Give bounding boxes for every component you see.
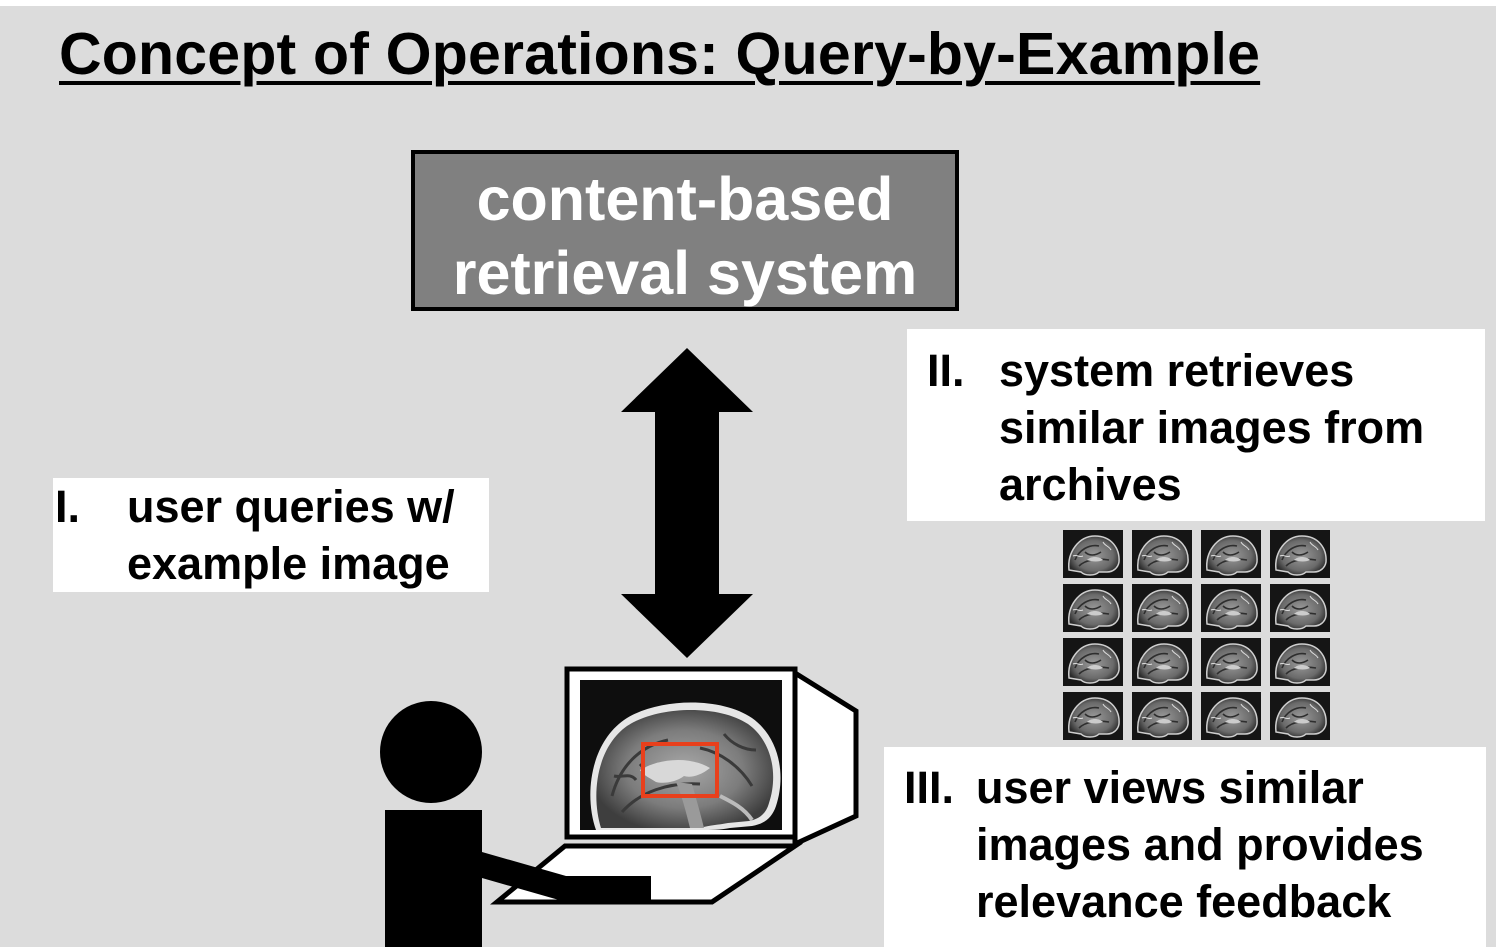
step-3-label: III. user views similar images and provi… [884, 747, 1486, 947]
step-1-line-1: user queries w/ [127, 481, 455, 532]
retrieved-image-thumbnail [1201, 692, 1261, 740]
retrieval-system-box: content-based retrieval system [411, 150, 959, 311]
retrieved-image-thumbnail [1063, 530, 1123, 578]
retrieved-image-thumbnail [1201, 530, 1261, 578]
step-2-numeral: II. [927, 345, 965, 396]
step-2-line-2: similar images from [999, 402, 1425, 453]
step-3-numeral: III. [904, 762, 955, 813]
step-2-label: II. system retrieves similar images from… [907, 329, 1485, 521]
retrieved-image-thumbnail [1270, 584, 1330, 632]
system-box-line-1: content-based [476, 165, 894, 233]
brain-mri-icon [590, 702, 781, 830]
slide-title: Concept of Operations: Query-by-Example [59, 21, 1261, 87]
step-3-line-1: user views similar [976, 762, 1364, 813]
retrieved-image-thumbnail [1270, 638, 1330, 686]
computer-monitor-icon [490, 666, 859, 905]
slide: Concept of Operations: Query-by-Example … [0, 6, 1496, 947]
query-region-selection-box [641, 742, 719, 798]
retrieved-image-thumbnail [1063, 692, 1123, 740]
step-1-label: I. user queries w/ example image [53, 478, 489, 592]
step-2-line-3: archives [999, 459, 1182, 510]
retrieved-image-thumbnail [1063, 638, 1123, 686]
bidirectional-arrow-icon [621, 348, 753, 658]
retrieved-image-thumbnail [1270, 692, 1330, 740]
retrieved-image-thumbnail [1132, 638, 1192, 686]
retrieved-image-thumbnail [1132, 530, 1192, 578]
retrieved-image-thumbnail [1270, 530, 1330, 578]
retrieved-image-thumbnail [1132, 584, 1192, 632]
retrieved-image-thumbnail [1063, 584, 1123, 632]
retrieved-images-grid [1063, 530, 1333, 742]
step-1-line-2: example image [127, 538, 450, 589]
step-1-numeral: I. [55, 481, 81, 532]
step-3-line-3: relevance feedback [976, 876, 1392, 927]
retrieved-image-thumbnail [1201, 584, 1261, 632]
step-3-line-2: images and provides [976, 819, 1424, 870]
retrieved-image-thumbnail [1201, 638, 1261, 686]
user-figure-icon [380, 701, 651, 947]
step-2-line-1: system retrieves [999, 345, 1355, 396]
retrieved-image-thumbnail [1132, 692, 1192, 740]
system-box-line-2: retrieval system [452, 239, 918, 307]
diagram-graphics [380, 348, 859, 947]
